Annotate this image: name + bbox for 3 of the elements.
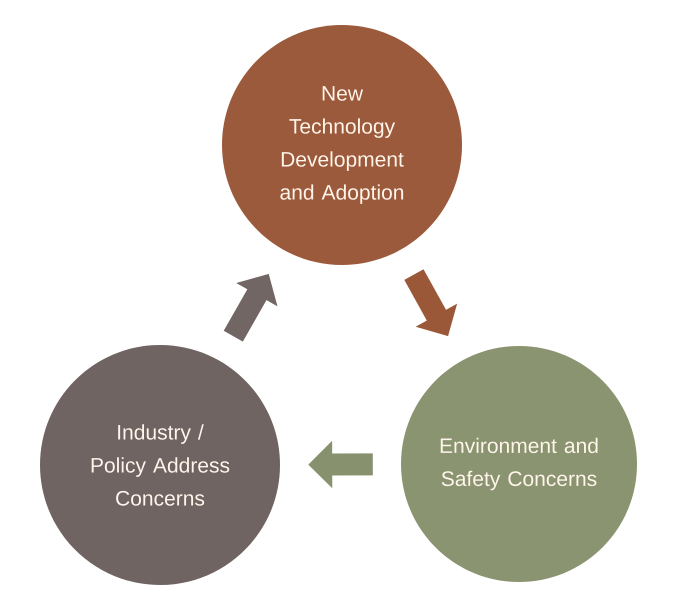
circle-node: New Technology Development and Adoption <box>222 25 462 265</box>
circle-node: Industry / Policy Address Concerns <box>40 345 280 585</box>
circle-node: Environment and Safety Concerns <box>401 346 637 582</box>
